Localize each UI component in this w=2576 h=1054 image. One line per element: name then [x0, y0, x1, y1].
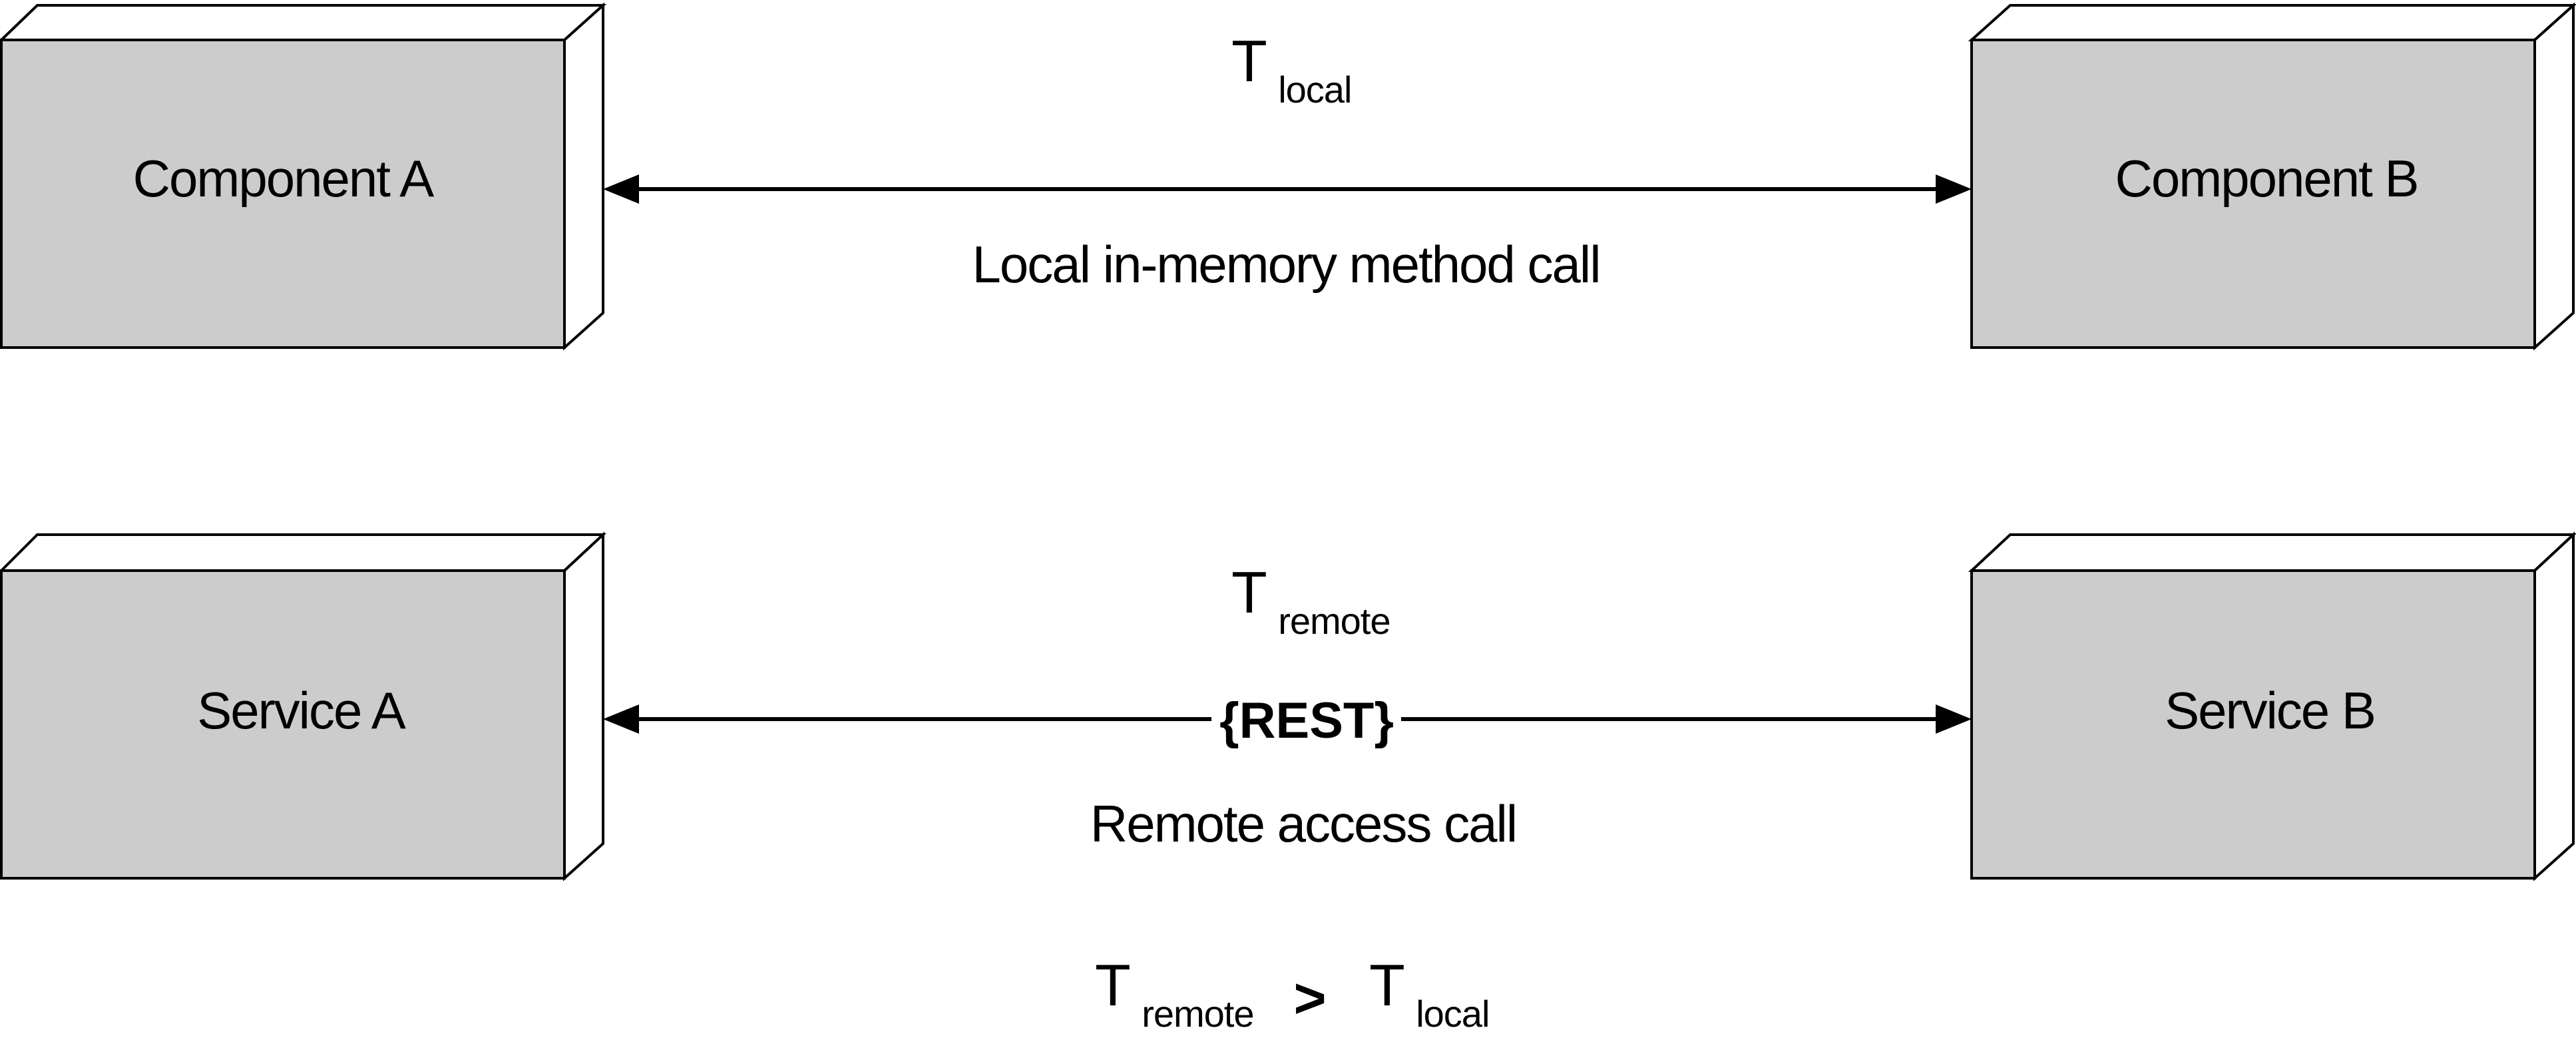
t-local-symbol: T — [1231, 28, 1267, 94]
service-a-box-side — [563, 531, 604, 882]
comparison-right-symbol: T — [1369, 952, 1405, 1018]
local-call-left-arrowhead — [603, 174, 639, 204]
component-a-box: Component A — [0, 2, 607, 351]
comparison-operator: > — [1293, 967, 1326, 1029]
service-a-label: Service A — [197, 681, 405, 740]
service-b-box-side — [2533, 531, 2575, 882]
comparison-left-term: T remote — [1095, 952, 1254, 1035]
service-b-box: Service B — [1968, 531, 2576, 882]
remote-call-arrow — [603, 704, 1972, 734]
remote-call-left-arrowhead — [603, 704, 639, 734]
component-a-box-top — [0, 4, 607, 41]
component-b-box-front — [1970, 39, 2536, 349]
component-a-box-side — [563, 2, 604, 351]
local-call-arrow — [603, 174, 1972, 204]
component-a-box-front — [0, 39, 566, 349]
service-a-box-top — [0, 533, 607, 572]
service-b-box-top — [1968, 533, 2576, 572]
local-call-right-arrowhead — [1936, 174, 1972, 204]
remote-call-right-arrowhead — [1936, 704, 1972, 734]
comparison-left-symbol: T — [1095, 952, 1131, 1018]
comparison-right-term: T local — [1369, 952, 1489, 1035]
component-b-box-top — [1968, 4, 2576, 41]
local-call-caption: Local in-memory method call — [972, 235, 1600, 294]
t-remote-subscript: remote — [1278, 600, 1390, 642]
component-b-box-side — [2533, 2, 2575, 351]
t-remote-symbol: T — [1231, 559, 1267, 625]
remote-call-caption: Remote access call — [1090, 794, 1516, 853]
service-a-box: Service A — [0, 531, 607, 882]
comparison-right-subscript: local — [1416, 993, 1489, 1035]
t-local-subscript: local — [1278, 69, 1351, 111]
component-a-label: Component A — [133, 149, 435, 208]
component-b-box: Component B — [1968, 2, 2576, 351]
service-a-box-front — [0, 569, 566, 880]
component-b-label: Component B — [2115, 149, 2418, 208]
t-remote-label: T remote — [1231, 559, 1391, 642]
service-b-box-front — [1970, 569, 2536, 880]
service-b-label: Service B — [2165, 681, 2375, 740]
t-local-label: T local — [1231, 28, 1351, 111]
rest-protocol-label: {REST} — [1219, 692, 1394, 749]
comparison-left-subscript: remote — [1142, 993, 1253, 1035]
